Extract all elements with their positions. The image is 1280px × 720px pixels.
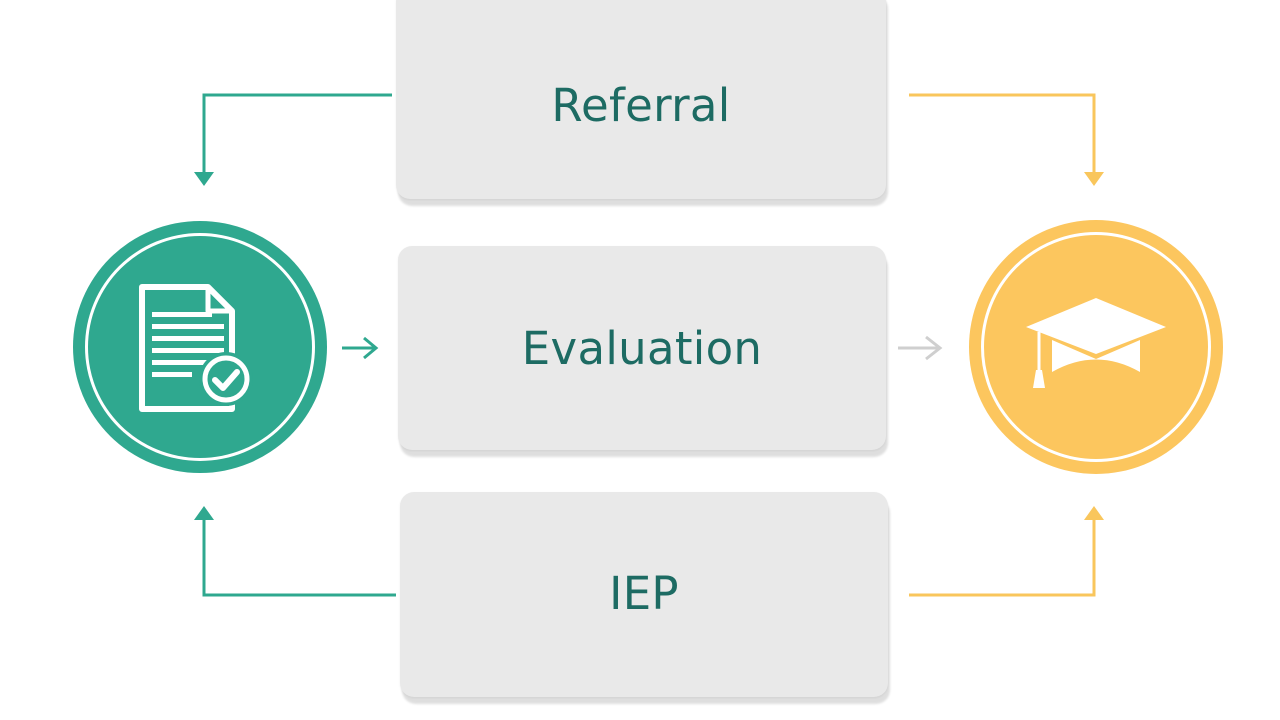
graduation-cap-icon: [1026, 298, 1166, 388]
iep-box: IEP: [400, 492, 888, 697]
document-check-icon: [139, 284, 253, 412]
referral-label: Referral: [551, 79, 731, 132]
document-node-ring: [85, 233, 315, 461]
referral-box: Referral: [396, 0, 886, 199]
connector-referral-to-left: [194, 93, 392, 186]
document-node: [73, 221, 327, 473]
connector-referral-to-right: [909, 93, 1104, 186]
graduation-node: [969, 220, 1223, 474]
evaluation-label: Evaluation: [521, 321, 763, 375]
connector-iep-to-left: [194, 506, 396, 597]
arrow-evaluation-to-right: [898, 335, 943, 361]
graduation-node-ring: [981, 232, 1211, 462]
evaluation-box: Evaluation: [398, 246, 886, 450]
iep-label: IEP: [609, 567, 679, 620]
connector-iep-to-right: [909, 506, 1104, 597]
arrow-left-to-evaluation: [342, 336, 379, 360]
